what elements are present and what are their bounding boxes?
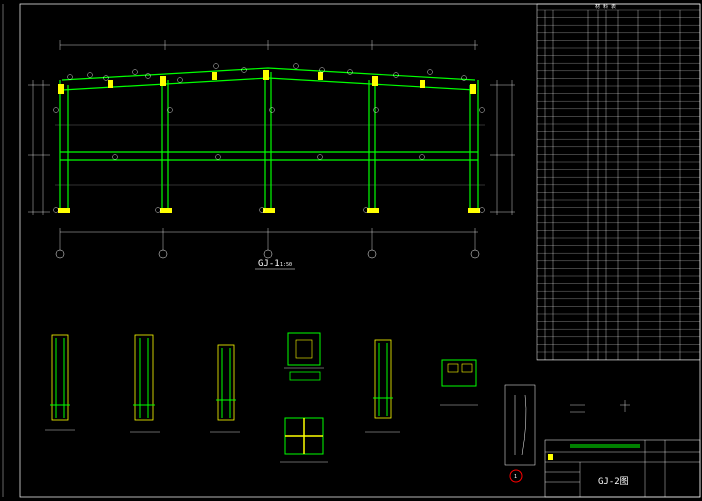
weld-legend xyxy=(570,400,630,413)
detail-section-2 xyxy=(130,334,160,433)
axis-bubble xyxy=(470,249,480,259)
detail-section-3 xyxy=(210,344,240,433)
main-frame-scale: 1:50 xyxy=(280,262,292,268)
connection-detail-sections: 1 xyxy=(45,332,630,483)
schedule-heading: 材 料 表 xyxy=(595,3,616,10)
axis-bubble xyxy=(263,249,273,259)
column-axis-bubbles xyxy=(55,249,480,259)
main-frame-title: GJ-1 xyxy=(258,259,280,269)
axis-bubble xyxy=(367,249,377,259)
detail-base-plate-2 xyxy=(280,417,328,463)
detail-base-plate-1 xyxy=(284,332,324,381)
detail-bracket-plate xyxy=(440,359,478,406)
detail-section-1 xyxy=(45,334,75,431)
axis-bubble xyxy=(158,249,168,259)
detail-marker-label: 1 xyxy=(514,474,517,480)
detail-marker-group: 1 xyxy=(504,384,536,483)
axis-bubble xyxy=(55,249,65,259)
title-block-drawing-name: GJ-2图 xyxy=(598,476,629,487)
title-block: GJ-2图 xyxy=(544,439,701,498)
detail-marker-circle xyxy=(509,469,523,483)
main-steel-frame-elevation: GJ-1 1:50 xyxy=(28,40,515,270)
detail-section-6 xyxy=(365,339,400,433)
material-schedule-table: 材 料 表 xyxy=(536,3,701,361)
